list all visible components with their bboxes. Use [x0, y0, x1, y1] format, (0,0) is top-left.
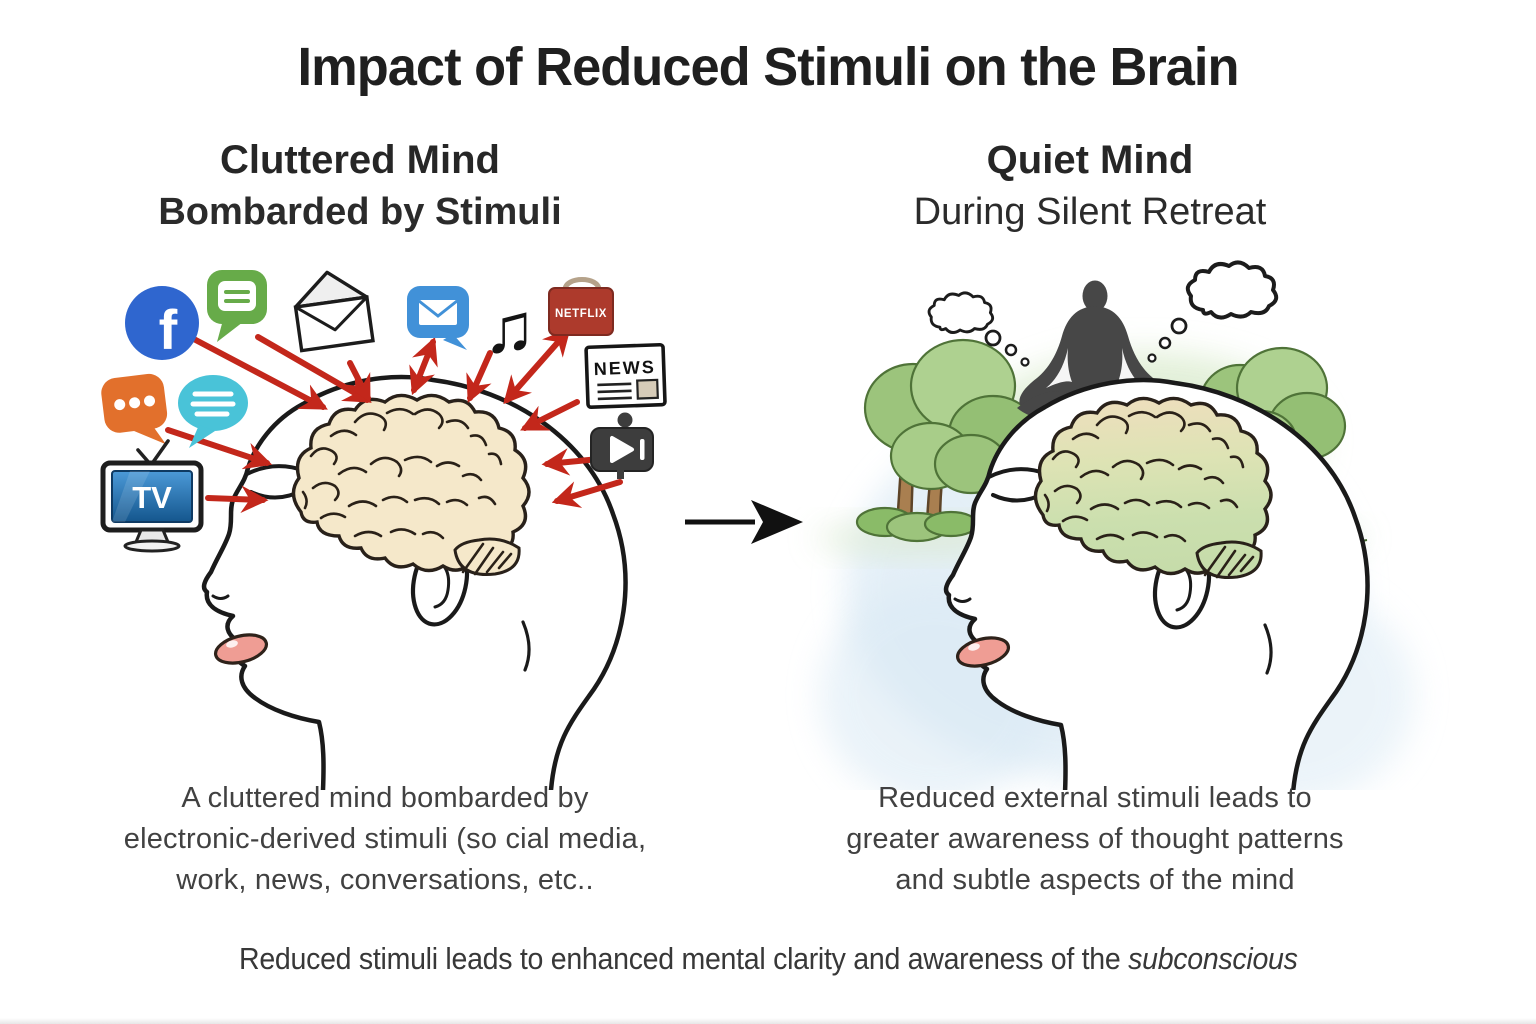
- facebook-icon: f: [125, 286, 199, 361]
- netflix-icon: NETFLIX: [548, 277, 614, 336]
- chat-bubble-orange-icon: [101, 373, 168, 445]
- left-heading-line2: Bombarded by Stimuli: [158, 191, 562, 233]
- footer-summary: Reduced stimuli leads to enhanced mental…: [0, 941, 1536, 977]
- news-label: NEWS: [593, 357, 656, 379]
- page-title-text: Impact of Reduced Stimuli on the Brain: [297, 37, 1239, 97]
- right-heading-line2: During Silent Retreat: [913, 191, 1267, 233]
- news-icon: NEWS: [584, 342, 667, 410]
- right-panel-caption: Reduced external stimuli leads to greate…: [805, 778, 1385, 901]
- left-caption-line2: electronic-derived stimuli (so cial medi…: [123, 823, 647, 855]
- left-caption-line1: A cluttered mind bombarded by: [181, 782, 589, 814]
- right-panel-heading: Quiet Mind During Silent Retreat: [810, 134, 1370, 238]
- left-caption-line3: work, news, conversations, etc..: [176, 864, 594, 896]
- footer-text-regular: Reduced stimuli leads to enhanced mental…: [238, 941, 1128, 976]
- transition-arrow: [685, 500, 803, 544]
- chat-bubble-green-icon: [207, 270, 267, 342]
- left-panel-caption: A cluttered mind bombarded by electronic…: [85, 778, 685, 901]
- right-heading-line1: Quiet Mind: [986, 138, 1194, 182]
- netflix-label: NETFLIX: [555, 308, 607, 320]
- tv-icon: TV: [100, 439, 204, 553]
- envelope-icon: [293, 270, 375, 353]
- thought-cloud-right: [1147, 260, 1279, 363]
- chat-bubble-cyan-icon: [178, 375, 248, 448]
- stimuli-arrows: [165, 327, 623, 513]
- email-icon: [407, 286, 469, 350]
- video-player-icon: [590, 412, 654, 479]
- facebook-glyph: f: [159, 298, 178, 361]
- right-caption-line2: greater awareness of thought patterns: [846, 823, 1344, 855]
- left-heading-line1: Cluttered Mind: [220, 138, 500, 182]
- right-caption-line1: Reduced external stimuli leads to: [878, 782, 1312, 814]
- illustration: f ♫ NETFLIX: [100, 260, 1415, 790]
- left-panel-heading: Cluttered Mind Bombarded by Stimuli: [60, 134, 660, 238]
- bottom-edge-smudge: [0, 1018, 1536, 1024]
- music-note-icon: ♫: [483, 289, 536, 367]
- footer-text: Reduced stimuli leads to enhanced mental…: [239, 941, 1298, 977]
- footer-text-italic: subconscious: [1127, 941, 1298, 976]
- tv-label: TV: [132, 480, 172, 515]
- right-caption-line3: and subtle aspects of the mind: [895, 864, 1295, 896]
- page-title: Impact of Reduced Stimuli on the Brain: [0, 36, 1536, 98]
- thought-cloud-left: [927, 291, 1030, 367]
